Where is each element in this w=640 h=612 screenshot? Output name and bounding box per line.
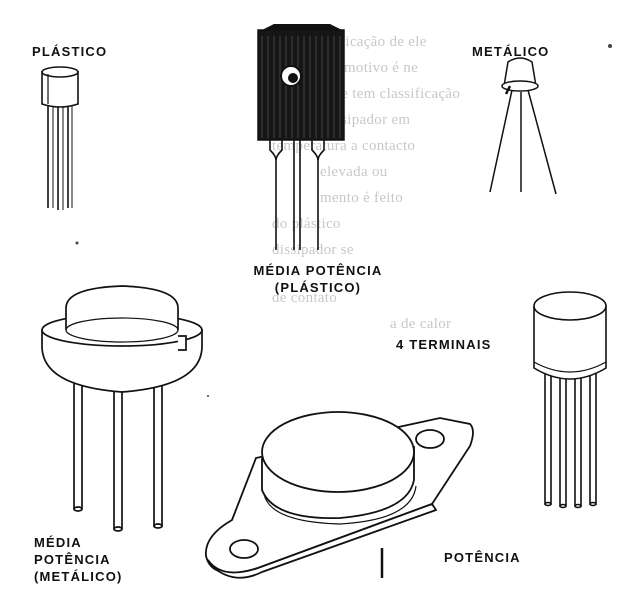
background-line: de contato <box>272 290 338 306</box>
label-plastico: PLÁSTICO <box>32 44 108 59</box>
background-line: mento é feito <box>320 190 404 206</box>
medium-power-plastic-transistor <box>257 24 345 250</box>
label-line: MÉDIA <box>34 535 82 550</box>
background-line: a de calor <box>390 316 452 332</box>
label-line: POTÊNCIA <box>34 552 111 567</box>
label-media-potencia-metalico: MÉDIA POTÊNCIA (METÁLICO) <box>34 534 123 585</box>
background-line: temperatura a contacto <box>272 138 416 154</box>
small-plastic-transistor <box>41 66 79 210</box>
background-line: elevada ou <box>320 164 388 180</box>
label-line: (METÁLICO) <box>34 569 123 584</box>
label-line: MÉDIA POTÊNCIA <box>253 263 383 278</box>
label-line: (PLÁSTICO) <box>274 280 362 295</box>
label-potencia: POTÊNCIA <box>444 550 521 565</box>
four-terminal-transistor <box>533 291 607 509</box>
small-metal-transistor <box>489 57 557 195</box>
paper-specks <box>75 44 612 397</box>
label-4-terminais: 4 TERMINAIS <box>396 337 492 352</box>
label-metalico: METÁLICO <box>472 44 550 59</box>
background-line: do plástico <box>272 216 341 232</box>
power-transistor <box>205 411 474 579</box>
medium-power-metal-transistor <box>41 285 203 532</box>
label-media-potencia-plastico: MÉDIA POTÊNCIA (PLÁSTICO) <box>238 262 398 296</box>
background-line: dissipador se <box>272 242 354 258</box>
